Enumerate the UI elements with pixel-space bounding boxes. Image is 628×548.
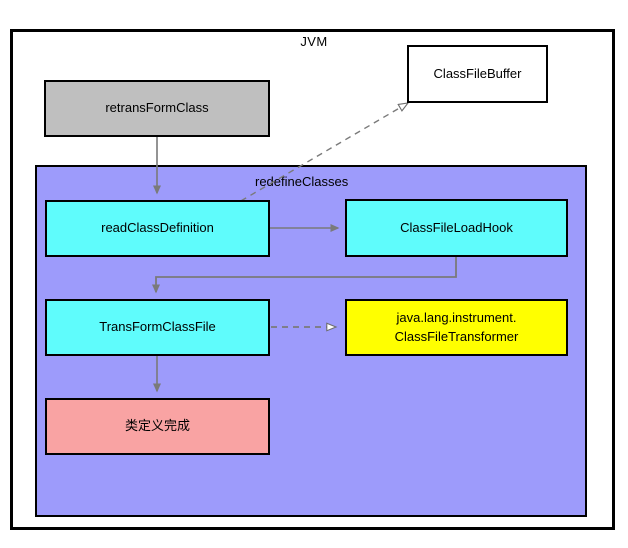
node-transform-class-file[interactable]: TransFormClassFile [45,299,270,356]
jvm-title: JVM [300,34,328,49]
node-class-file-transformer[interactable]: java.lang.instrument. ClassFileTransform… [345,299,568,356]
node-read-class-definition[interactable]: readClassDefinition [45,200,270,257]
node-class-definition-done[interactable]: 类定义完成 [45,398,270,455]
node-retransform-class[interactable]: retransFormClass [44,80,270,137]
node-class-file-load-hook[interactable]: ClassFileLoadHook [345,199,568,257]
redefine-classes-label: redefineClasses [255,174,349,189]
node-class-file-buffer[interactable]: ClassFileBuffer [407,45,548,103]
